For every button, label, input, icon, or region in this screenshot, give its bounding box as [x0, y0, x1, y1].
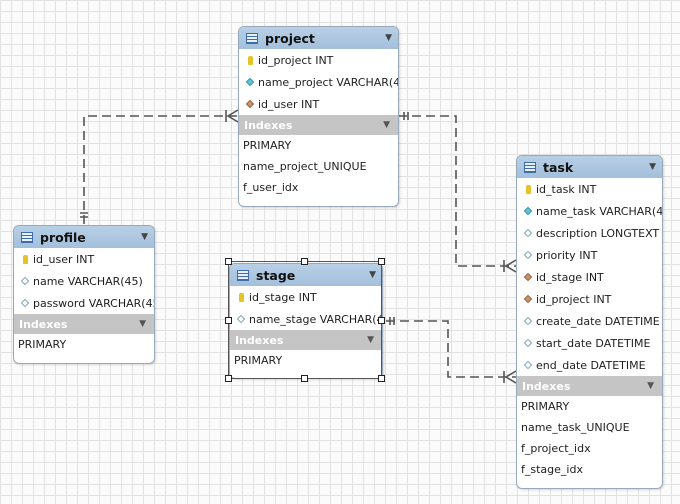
indexes-header[interactable]: Indexes ▼ [517, 376, 662, 396]
column-label: name_project VARCHAR(45) [258, 76, 399, 89]
table-header[interactable]: project ▼ [239, 27, 398, 49]
selection-frame [228, 261, 382, 379]
column-label: start_date DATETIME [536, 337, 650, 350]
resize-handle[interactable] [378, 258, 385, 265]
column-label: name VARCHAR(45) [33, 275, 143, 288]
nullable-column-diamond-icon [522, 252, 534, 258]
table-icon [246, 33, 258, 44]
table-task[interactable]: task ▼ id_task INT name_task VARCHAR(45)… [516, 155, 663, 489]
column-label: create_date DATETIME [536, 315, 660, 328]
indexes-header[interactable]: Indexes ▼ [239, 115, 398, 135]
collapse-caret-icon[interactable]: ▼ [141, 232, 148, 242]
index-row[interactable]: f_stage_idx [517, 459, 662, 480]
nullable-column-diamond-icon [522, 362, 534, 368]
table-name: project [265, 31, 385, 46]
table-icon [524, 162, 536, 173]
primary-key-icon [522, 185, 534, 194]
column-row[interactable]: name VARCHAR(45) [14, 270, 154, 292]
column-label: id_stage INT [536, 271, 604, 284]
nullable-column-diamond-icon [19, 278, 31, 284]
column-row[interactable]: end_date DATETIME [517, 354, 662, 376]
foreign-key-diamond-icon [244, 101, 256, 107]
index-row[interactable]: f_project_idx [517, 438, 662, 459]
nullable-column-diamond-icon [19, 300, 31, 306]
index-row[interactable]: f_user_idx [239, 177, 398, 198]
column-row[interactable]: password VARCHAR(45) [14, 292, 154, 314]
column-row[interactable]: id_project INT [239, 49, 398, 71]
table-project[interactable]: project ▼ id_project INT name_project VA… [238, 26, 399, 207]
collapse-caret-icon[interactable]: ▼ [383, 120, 390, 130]
primary-key-icon [244, 56, 256, 65]
column-label: id_user INT [33, 253, 94, 266]
index-row[interactable]: name_task_UNIQUE [517, 417, 662, 438]
nullable-column-diamond-icon [522, 340, 534, 346]
resize-handle[interactable] [225, 375, 232, 382]
index-row[interactable]: PRIMARY [239, 135, 398, 156]
column-label: end_date DATETIME [536, 359, 646, 372]
column-row[interactable]: id_stage INT [517, 266, 662, 288]
relationship-project-task[interactable] [398, 112, 516, 272]
column-label: id_project INT [258, 54, 333, 67]
column-label: id_project INT [536, 293, 611, 306]
table-icon [21, 232, 33, 243]
indexes-label: Indexes [522, 380, 647, 393]
index-row[interactable]: PRIMARY [517, 396, 662, 417]
column-label: name_task VARCHAR(45) [536, 205, 663, 218]
relationship-stage-task[interactable] [386, 317, 516, 383]
collapse-caret-icon[interactable]: ▼ [139, 319, 146, 329]
column-row[interactable]: name_project VARCHAR(45) [239, 71, 398, 93]
column-label: id_task INT [536, 183, 596, 196]
column-label: password VARCHAR(45) [33, 297, 155, 310]
nullable-column-diamond-icon [522, 230, 534, 236]
table-header[interactable]: task ▼ [517, 156, 662, 178]
resize-handle[interactable] [378, 375, 385, 382]
column-diamond-icon [244, 79, 256, 85]
column-row[interactable]: priority INT [517, 244, 662, 266]
resize-handle[interactable] [301, 375, 308, 382]
index-row[interactable]: name_project_UNIQUE [239, 156, 398, 177]
resize-handle[interactable] [378, 317, 385, 324]
indexes-label: Indexes [19, 318, 139, 331]
collapse-caret-icon[interactable]: ▼ [385, 33, 392, 43]
collapse-caret-icon[interactable]: ▼ [649, 162, 656, 172]
resize-handle[interactable] [301, 258, 308, 265]
foreign-key-diamond-icon [522, 274, 534, 280]
column-label: priority INT [536, 249, 597, 262]
column-row[interactable]: name_task VARCHAR(45) [517, 200, 662, 222]
column-diamond-icon [522, 208, 534, 214]
primary-key-icon [19, 255, 31, 264]
index-row[interactable]: PRIMARY [14, 334, 154, 355]
resize-handle[interactable] [225, 258, 232, 265]
column-row[interactable]: description LONGTEXT [517, 222, 662, 244]
column-row[interactable]: id_project INT [517, 288, 662, 310]
column-row[interactable]: create_date DATETIME [517, 310, 662, 332]
foreign-key-diamond-icon [522, 296, 534, 302]
table-header[interactable]: profile ▼ [14, 226, 154, 248]
resize-handle[interactable] [225, 317, 232, 324]
column-row[interactable]: id_user INT [14, 248, 154, 270]
collapse-caret-icon[interactable]: ▼ [647, 381, 654, 391]
table-name: task [543, 160, 649, 175]
relationship-profile-project[interactable] [80, 110, 238, 224]
column-row[interactable]: start_date DATETIME [517, 332, 662, 354]
column-label: id_user INT [258, 98, 319, 111]
column-row[interactable]: id_task INT [517, 178, 662, 200]
table-profile[interactable]: profile ▼ id_user INT name VARCHAR(45) p… [13, 225, 155, 364]
nullable-column-diamond-icon [522, 318, 534, 324]
column-label: description LONGTEXT [536, 227, 659, 240]
column-row[interactable]: id_user INT [239, 93, 398, 115]
table-name: profile [40, 230, 141, 245]
indexes-header[interactable]: Indexes ▼ [14, 314, 154, 334]
indexes-label: Indexes [244, 119, 383, 132]
